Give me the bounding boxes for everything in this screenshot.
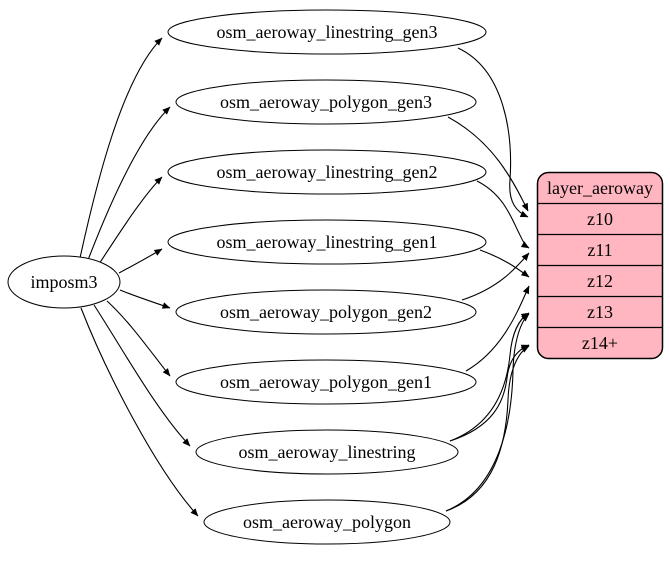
- edge-imposm3-to-polygon: [80, 307, 199, 517]
- layer-row-z14plus: z14+: [582, 333, 618, 353]
- table-label: osm_aeroway_polygon_gen1: [220, 372, 432, 392]
- edges-to-layer: [445, 47, 530, 512]
- table-ellipse: [203, 499, 451, 545]
- node-osm-aeroway-linestring-gen2: osm_aeroway_linestring_gen2: [167, 149, 487, 195]
- table-label: osm_aeroway_linestring_gen3: [217, 22, 438, 42]
- edges-from-imposm3: [79, 37, 199, 517]
- edge-polygon-gen3-to-z10: [447, 116, 529, 212]
- table-label: osm_aeroway_linestring_gen2: [217, 162, 438, 182]
- layer-row-z13: z13: [587, 302, 613, 322]
- table-label: osm_aeroway_linestring_gen1: [217, 232, 438, 252]
- edge-polygon-to-z14: [445, 345, 530, 512]
- table-ellipse: [175, 359, 477, 405]
- table-label: osm_aeroway_linestring: [239, 442, 416, 462]
- imposm3-ellipse: [7, 255, 121, 309]
- edge-polygon-gen2-to-z11: [461, 252, 530, 301]
- node-imposm3: imposm3: [7, 255, 121, 309]
- node-osm-aeroway-polygon: osm_aeroway_polygon: [203, 499, 451, 545]
- layer-row-z12: z12: [587, 271, 613, 291]
- layer-row-z10: z10: [587, 209, 613, 229]
- layer-row-z11: z11: [587, 240, 612, 260]
- node-osm-aeroway-linestring-gen1: osm_aeroway_linestring_gen1: [167, 219, 487, 265]
- edge-linestring-to-z14: [449, 344, 530, 442]
- edge-imposm3-to-polygon-gen1: [106, 300, 171, 377]
- node-osm-aeroway-polygon-gen1: osm_aeroway_polygon_gen1: [175, 359, 477, 405]
- edge-linestring-gen2-to-z11: [476, 180, 530, 249]
- edge-imposm3-to-linestring-gen1: [118, 248, 163, 274]
- table-ellipse: [167, 219, 487, 265]
- table-label: osm_aeroway_polygon_gen2: [220, 302, 432, 322]
- edge-imposm3-to-linestring-gen2: [98, 176, 163, 265]
- layer-title: layer_aeroway: [547, 178, 653, 198]
- node-osm-aeroway-polygon-gen2: osm_aeroway_polygon_gen2: [175, 289, 477, 335]
- table-ellipse: [175, 79, 477, 125]
- edge-imposm3-to-polygon-gen2: [119, 289, 171, 309]
- table-ellipse: [167, 9, 487, 55]
- node-layer-aeroway: layer_aeroway z10 z11 z12 z13 z14+: [536, 171, 664, 360]
- edge-imposm3-to-polygon-gen3: [87, 106, 171, 261]
- edge-polygon-gen1-to-z12: [465, 285, 530, 372]
- node-osm-aeroway-linestring: osm_aeroway_linestring: [195, 429, 459, 475]
- node-osm-aeroway-linestring-gen3: osm_aeroway_linestring_gen3: [167, 9, 487, 55]
- edge-imposm3-to-linestring-gen3: [79, 37, 163, 259]
- node-osm-aeroway-polygon-gen3: osm_aeroway_polygon_gen3: [175, 79, 477, 125]
- table-label: osm_aeroway_polygon: [243, 512, 411, 532]
- table-ellipse: [195, 429, 459, 475]
- edge-linestring-gen3-to-z10: [457, 47, 529, 218]
- edge-imposm3-to-linestring: [93, 304, 191, 447]
- edge-polygon-to-z13: [445, 313, 530, 512]
- imposm3-label: imposm3: [30, 272, 97, 292]
- edge-linestring-gen1-to-z12: [479, 249, 530, 278]
- table-ellipse: [167, 149, 487, 195]
- table-label: osm_aeroway_polygon_gen3: [220, 92, 432, 112]
- edge-linestring-to-z13: [449, 312, 530, 442]
- table-ellipse: [175, 289, 477, 335]
